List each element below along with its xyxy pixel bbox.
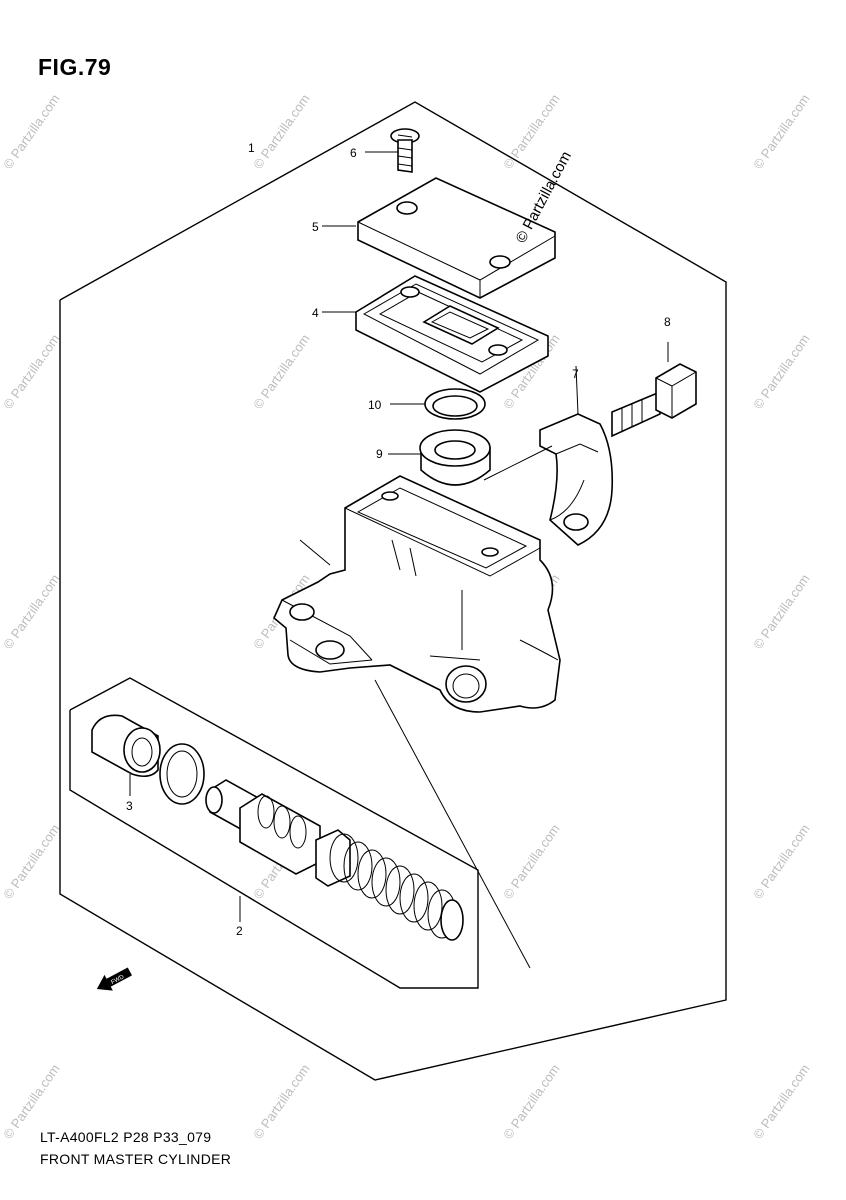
watermark-tile: © Partzilla.com	[0, 821, 63, 901]
assembly-outline-1	[59, 101, 727, 1081]
watermark-tile: © Partzilla.com	[0, 91, 63, 171]
callout-8: 8	[664, 315, 671, 329]
clamp-part-7	[539, 365, 614, 546]
reservoir-cap-part-5	[357, 177, 556, 299]
diaphragm-part-4	[355, 275, 549, 393]
callout-7: 7	[572, 367, 579, 381]
watermark-tile: © Partzilla.com	[750, 571, 813, 651]
bolt-part-8	[611, 342, 697, 438]
circlip	[159, 743, 205, 805]
watermark-tile: © Partzilla.com	[0, 571, 63, 651]
kit-leader-line	[374, 679, 531, 969]
callout-10: 10	[368, 398, 382, 412]
watermark-tile: © Partzilla.com	[250, 331, 313, 411]
figure-title: FIG.79	[38, 54, 112, 80]
callout-3: 3	[126, 799, 133, 813]
kit-leader-line-2	[299, 539, 331, 566]
watermark-tile: © Partzilla.com	[750, 91, 813, 171]
callout-2: 2	[236, 924, 243, 938]
forward-arrow-icon: FWD	[96, 967, 132, 991]
master-cylinder-body	[273, 445, 561, 713]
callout-labels: 1 2 3 4 5 6 7 8 9 10	[126, 141, 671, 938]
watermark-tile: © Partzilla.com	[250, 1061, 313, 1141]
screw-part-6	[390, 128, 420, 173]
callout-9: 9	[376, 447, 383, 461]
footer-figure-name: FRONT MASTER CYLINDER	[40, 1151, 232, 1167]
watermark-tile: © Partzilla.com	[500, 821, 563, 901]
watermark-tile: © Partzilla.com	[750, 331, 813, 411]
callout-4: 4	[312, 306, 319, 320]
footer-model-code: LT-A400FL2 P28 P33_079	[40, 1129, 212, 1145]
watermark-tile: © Partzilla.com	[750, 1061, 813, 1141]
boot-part-9	[419, 429, 491, 486]
dust-boot-part-3	[91, 714, 161, 796]
callout-5: 5	[312, 220, 319, 234]
watermark-tile: © Partzilla.com	[250, 91, 313, 171]
watermark-tile: © Partzilla.com	[750, 821, 813, 901]
callout-6: 6	[350, 146, 357, 160]
piston-and-spring	[205, 779, 464, 941]
callout-leaders	[239, 151, 425, 922]
watermark-tile: © Partzilla.com	[500, 1061, 563, 1141]
plate-part-10	[424, 388, 486, 420]
piston-kit-outline-2	[69, 677, 479, 989]
callout-1: 1	[248, 141, 255, 155]
watermark-tile: © Partzilla.com	[0, 331, 63, 411]
